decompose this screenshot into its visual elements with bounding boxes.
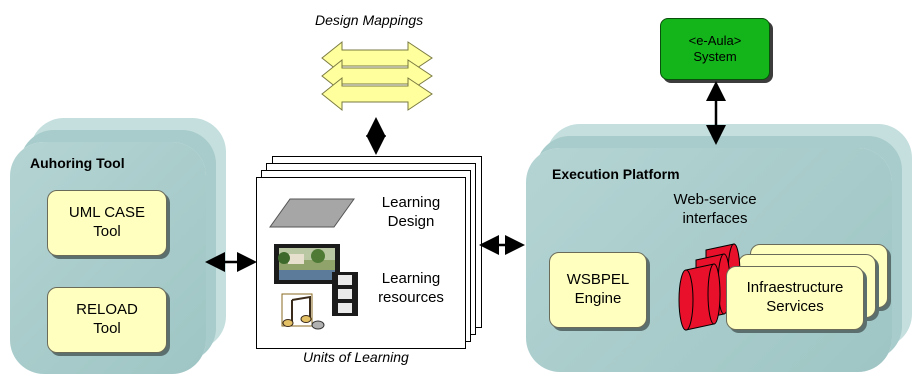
- learning-resources-label: Learning resources: [362, 270, 460, 308]
- learning-design-parallelogram-icon: [269, 198, 355, 228]
- learning-design-line2: Design: [387, 212, 435, 230]
- design-mappings-arrows-icon: [321, 40, 433, 112]
- wsbpel-engine-box: WSBPEL Engine: [549, 252, 647, 328]
- learning-design-line1: Learning: [381, 194, 441, 211]
- learning-design-label: Learning Design: [364, 194, 458, 232]
- uml-case-tool-box: UML CASE Tool: [47, 190, 167, 256]
- learning-resource-music-icon: [281, 293, 325, 330]
- learning-resources-line2: resources: [378, 288, 444, 306]
- wsbpel-engine-line2: Engine: [574, 290, 622, 307]
- learning-resources-line1: Learning: [381, 270, 441, 287]
- learning-resource-film-icon: [332, 272, 358, 316]
- infrastructure-services-line1: Infraestructure: [746, 279, 844, 297]
- uml-case-tool-line2: Tool: [93, 223, 121, 240]
- reload-tool-box: RELOAD Tool: [47, 287, 167, 353]
- wsbpel-engine-line1: WSBPEL: [566, 271, 630, 289]
- infrastructure-services-line2: Services: [766, 298, 824, 315]
- web-service-interfaces-line2: interfaces: [682, 209, 748, 227]
- authoring-tool-title: Auhoring Tool: [30, 155, 125, 171]
- learning-resource-photo-icon: [274, 244, 340, 284]
- units-of-learning-caption: Units of Learning: [303, 349, 409, 365]
- reload-tool-line1: RELOAD: [76, 301, 138, 319]
- infrastructure-services-box: Infraestructure Services: [726, 266, 864, 330]
- e-aula-system-box: <e-Aula> System: [660, 18, 770, 80]
- web-service-interfaces-line1: Web-service: [673, 191, 757, 208]
- web-service-interfaces-label: Web-service interfaces: [660, 191, 770, 229]
- reload-tool-line2: Tool: [93, 320, 121, 337]
- uml-case-tool-line1: UML CASE: [68, 204, 146, 222]
- e-aula-line2: System: [693, 49, 737, 64]
- e-aula-line1: <e-Aula>: [688, 32, 742, 48]
- design-mappings-label: Design Mappings: [315, 12, 424, 28]
- execution-platform-title: Execution Platform: [552, 166, 680, 182]
